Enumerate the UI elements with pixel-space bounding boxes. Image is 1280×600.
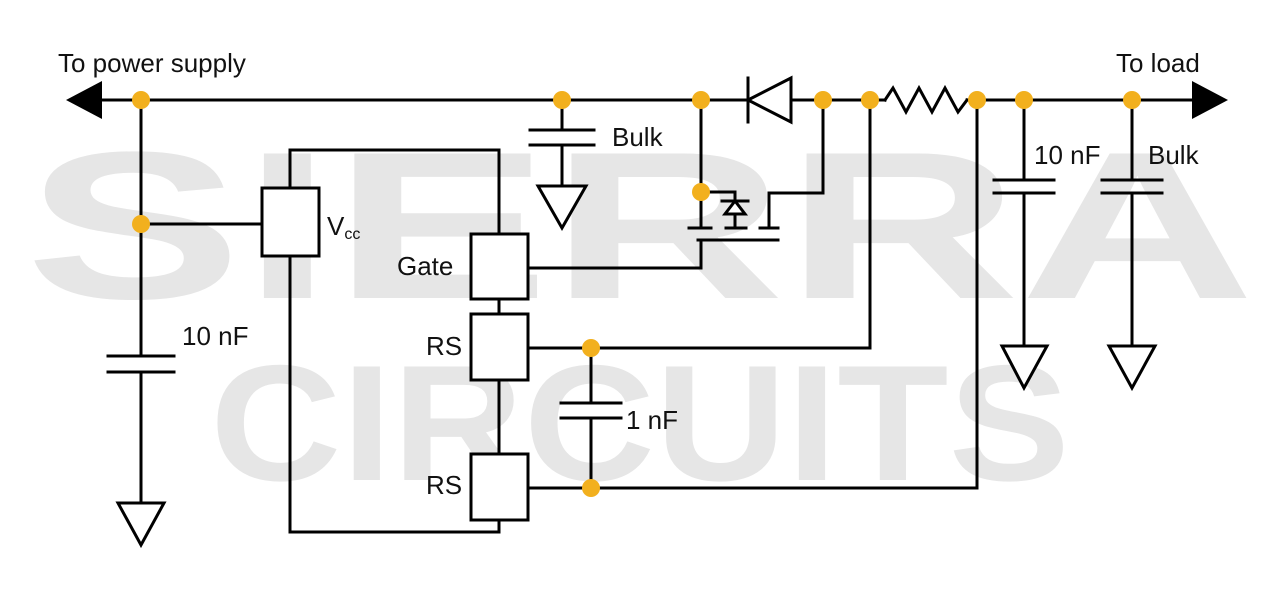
rs-block-top [469, 312, 530, 382]
label-10nf-output: 10 nF [1034, 140, 1101, 170]
junction-node [968, 91, 986, 109]
ground-icon [535, 184, 589, 232]
junction-node [553, 91, 571, 109]
output-capacitor-10nf [992, 98, 1056, 392]
junction-node [132, 215, 150, 233]
junction-node [1015, 91, 1033, 109]
label-gate: Gate [397, 251, 453, 281]
watermark-line2: CIRCUITS [210, 331, 1070, 515]
gate-block [469, 232, 530, 301]
input-arrow-icon [66, 81, 102, 119]
vcc-block [260, 186, 321, 258]
output-arrow-icon [1192, 81, 1228, 119]
label-vcc-main: V [327, 211, 345, 241]
sense-resistor [882, 84, 970, 116]
label-rs-bottom: RS [426, 470, 462, 500]
ground-icon [1106, 344, 1158, 392]
label-rs-top: RS [426, 331, 462, 361]
label-vcc-sub: cc [344, 226, 360, 243]
filter-capacitor-1nf [559, 346, 623, 490]
junction-node [692, 183, 710, 201]
junction-node [132, 91, 150, 109]
label-bulk-output: Bulk [1148, 140, 1200, 170]
junction-node [692, 91, 710, 109]
junction-node [1123, 91, 1141, 109]
label-10nf-input: 10 nF [182, 321, 249, 351]
label-vcc: Vcc [327, 211, 360, 243]
bulk-capacitor-input [528, 98, 596, 232]
junction-node [861, 91, 879, 109]
rs-block-bottom [469, 452, 530, 522]
label-to-load: To load [1116, 48, 1200, 78]
junction-node [814, 91, 832, 109]
mosfet [526, 98, 825, 270]
junction-nodes [132, 91, 1141, 497]
diode [744, 75, 793, 125]
ground-icon [115, 501, 167, 549]
label-to-power-supply: To power supply [58, 48, 246, 78]
junction-node [582, 479, 600, 497]
ground-icon [999, 344, 1050, 392]
output-bulk-capacitor [1100, 98, 1164, 392]
junction-node [582, 339, 600, 357]
label-1nf: 1 nF [626, 405, 678, 435]
label-bulk-input: Bulk [612, 122, 664, 152]
sense-wiring [526, 98, 979, 490]
controller-wiring [288, 148, 501, 534]
